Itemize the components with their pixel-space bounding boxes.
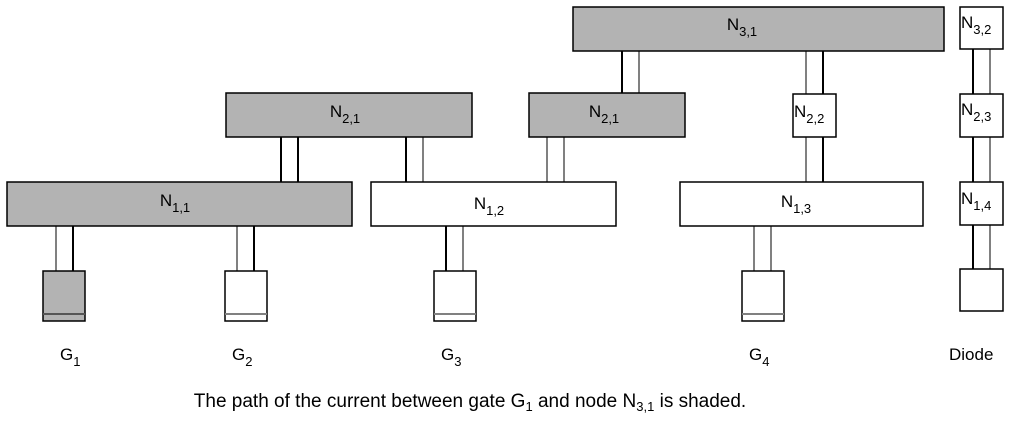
node-n21-right: N2,1 <box>528 92 686 138</box>
caption-node-sub: 3,1 <box>636 399 655 414</box>
gate-label-base: G <box>232 345 245 364</box>
node-label-base: N <box>330 102 342 121</box>
caption-node: N <box>622 391 637 412</box>
node-label-sub: 3,2 <box>973 22 991 37</box>
wire-n31-n22 <box>805 51 824 94</box>
node-label-sub: 1,2 <box>486 203 504 218</box>
svg-text:N1,1: N1,1 <box>160 191 190 215</box>
node-label-sub: 2,2 <box>806 111 824 126</box>
wire-n31-n21b <box>621 51 640 93</box>
gate-g3: G3 <box>433 270 477 369</box>
svg-text:G1: G1 <box>60 345 80 369</box>
nodes: N3,1 N3,2 N2,1 N2,1 N2,2 N2,3 N1,1 N1,2 <box>6 6 1004 227</box>
svg-text:N3,1: N3,1 <box>727 15 757 39</box>
node-n23: N2,3 <box>959 93 1004 138</box>
gate-label-sub: 4 <box>762 354 769 369</box>
node-n12: N1,2 <box>370 181 617 227</box>
gate-label-base: G <box>749 345 762 364</box>
node-n11: N1,1 <box>6 181 353 227</box>
node-label-sub: 2,3 <box>973 109 991 124</box>
wire-n23-n14 <box>972 137 991 182</box>
node-n31: N3,1 <box>572 6 945 52</box>
caption-prefix: The path of the current between gate <box>193 391 511 412</box>
node-n14: N1,4 <box>959 181 1004 226</box>
svg-text:Diode: Diode <box>949 345 993 364</box>
node-label-sub: 1,3 <box>793 201 811 216</box>
svg-text:N1,3: N1,3 <box>781 192 811 216</box>
svg-text:G2: G2 <box>232 345 252 369</box>
gate-label-sub: 2 <box>245 354 252 369</box>
node-label-base: N <box>589 102 601 121</box>
svg-text:N1,4: N1,4 <box>961 189 991 213</box>
svg-text:G3: G3 <box>441 345 461 369</box>
node-label-base: N <box>961 189 973 208</box>
node-label-sub: 1,1 <box>172 200 190 215</box>
node-n21-left: N2,1 <box>225 92 473 138</box>
wire-n13-g4 <box>753 226 772 271</box>
node-label-base: N <box>961 13 973 32</box>
wire-n22-n13 <box>805 137 824 182</box>
svg-text:N2,3: N2,3 <box>961 100 991 124</box>
node-label-sub: 2,1 <box>342 111 360 126</box>
gate-label-sub: 1 <box>73 354 80 369</box>
gate-g2: G2 <box>224 270 268 369</box>
node-label-sub: 1,4 <box>973 198 991 213</box>
wire-n32-n23 <box>972 49 991 94</box>
wire-n11-g1 <box>55 226 74 271</box>
wires <box>55 49 991 271</box>
wire-n12-g3 <box>445 226 464 271</box>
node-n32: N3,2 <box>959 6 1004 50</box>
svg-text:N2,2: N2,2 <box>794 102 824 126</box>
node-label-sub: 2,1 <box>601 111 619 126</box>
wire-n21b-n12 <box>546 137 565 182</box>
gate-label-base: Diode <box>949 345 993 364</box>
gate-g1: G1 <box>42 270 86 369</box>
caption-gate-sub: 1 <box>525 399 533 414</box>
figure-caption: The path of the current between gate G1 … <box>0 391 940 413</box>
node-label-base: N <box>794 102 806 121</box>
node-label-base: N <box>961 100 973 119</box>
node-label-base: N <box>781 192 793 211</box>
svg-text:G4: G4 <box>749 345 769 369</box>
svg-text:N2,1: N2,1 <box>330 102 360 126</box>
wire-n14-diode <box>972 225 991 269</box>
node-n13: N1,3 <box>679 181 924 227</box>
node-label-base: N <box>727 15 739 34</box>
node-label-base: N <box>160 191 172 210</box>
wire-n21a-n12 <box>405 137 424 182</box>
svg-text:N2,1: N2,1 <box>589 102 619 126</box>
gate-label-base: G <box>60 345 73 364</box>
caption-suffix: is shaded. <box>654 391 747 412</box>
gate-diode: Diode <box>949 268 1004 364</box>
svg-text:N3,2: N3,2 <box>961 13 991 37</box>
wire-n21a-n11 <box>280 137 299 182</box>
gates: G1 G2 G3 G4 Diode <box>42 268 1004 369</box>
gate-label-sub: 3 <box>454 354 461 369</box>
wire-n11-g2 <box>236 226 255 271</box>
gate-label-base: G <box>441 345 454 364</box>
node-label-base: N <box>474 194 486 213</box>
node-n22: N2,2 <box>792 93 837 138</box>
gate-g4: G4 <box>741 270 785 369</box>
svg-text:N1,2: N1,2 <box>474 194 504 218</box>
caption-gate: G <box>510 391 526 412</box>
node-label-sub: 3,1 <box>739 24 757 39</box>
caption-middle: and node <box>532 391 623 412</box>
